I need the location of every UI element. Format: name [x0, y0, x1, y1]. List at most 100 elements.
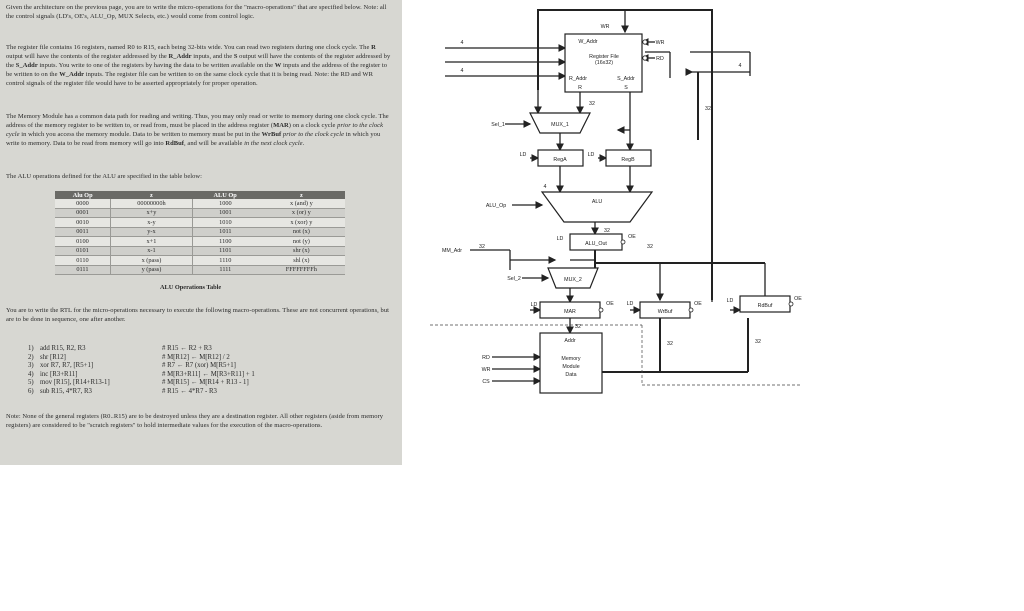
table-cell: FFFFFFFFh: [257, 265, 345, 275]
list-item: 5)mov [R15], [R14+R13-1]# M[R15] ← M[R14…: [28, 379, 308, 388]
table-cell: 1100: [192, 236, 258, 247]
mux2: [547, 267, 599, 289]
table-cell: y-x: [110, 227, 194, 237]
table-cell: 1010: [192, 217, 258, 228]
table-cell: x-y: [110, 217, 194, 228]
mux2-label: MUX_2: [564, 277, 582, 283]
list-item: 4)inc [R3+R11]# M[R3+R11] ← M[R3+R11] + …: [28, 371, 308, 380]
diagram-labels: W_Addr WR Register File (16x32) R_Addr S…: [442, 24, 802, 385]
op-rtl: # M[R15] ← M[R14 + R13 - 1]: [162, 379, 249, 387]
table-cell: 0111: [55, 265, 111, 275]
ld-aluout: LD: [557, 236, 564, 242]
rdbuf-label: RdBuf: [758, 303, 773, 309]
wr-top-label: WR: [601, 24, 610, 30]
data-label: Data: [565, 372, 576, 378]
width-32-g: 32: [667, 341, 673, 347]
table-cell: 1011: [192, 227, 258, 237]
rega: [537, 149, 584, 167]
table-caption: ALU Operations Table: [160, 284, 222, 291]
ld-rega: LD: [520, 152, 527, 158]
w-addr-label: W_Addr: [578, 39, 597, 45]
table-header: ALU Op: [192, 191, 258, 199]
table-header: z: [110, 191, 193, 199]
rega-label: RegA: [553, 157, 567, 163]
list-item: 3)xor R7, R7, [R5+1]# R7 ← R7 (xor) M[R5…: [28, 362, 308, 371]
width-32-e: 32: [647, 244, 653, 250]
sel1-label: Sel_1: [491, 122, 505, 128]
ld-regb: LD: [588, 152, 595, 158]
regfile-sub: (16x32): [595, 60, 613, 66]
table-cell: x+y: [110, 208, 194, 218]
ld-rdbuf: LD: [727, 298, 734, 304]
alu: [540, 191, 654, 223]
table-cell: 1111: [192, 265, 258, 275]
table-cell: x (or) y: [257, 208, 345, 218]
mar-label: MAR: [564, 309, 576, 315]
table-cell: 1110: [192, 255, 258, 266]
regfile-paragraph: The register file contains 16 registers,…: [6, 44, 391, 87]
width-32-a: 32: [589, 101, 595, 107]
register-file: [564, 33, 643, 93]
table-cell: 1000: [192, 199, 258, 209]
op-macro: shr [R12]: [40, 353, 66, 361]
op-number: 3): [28, 362, 34, 370]
mux1: [529, 112, 591, 134]
mem-wr: WR: [482, 367, 491, 373]
width-4-c: 4: [739, 63, 742, 69]
table-cell: x (and) y: [257, 199, 345, 209]
width-4-d: 4: [544, 184, 547, 190]
table-cell: not (x): [257, 227, 345, 237]
table-cell: x (xor) y: [257, 217, 345, 228]
architecture-diagram: W_Addr WR Register File (16x32) R_Addr S…: [430, 0, 812, 400]
wrbuf-label: WrBuf: [658, 309, 673, 315]
oe-wrbuf: OE: [694, 301, 702, 307]
op-macro: sub R15, 4*R7, R3: [40, 387, 92, 395]
table-cell: x (pass): [110, 255, 194, 266]
memory-module: [539, 332, 603, 394]
table-cell: shr (x): [257, 246, 345, 256]
list-item: 2)shr [R12]# M[R12] ← M[R12] / 2: [28, 354, 308, 363]
width-32-f: 32: [575, 324, 581, 330]
op-macro: add R15, R2, R3: [40, 345, 86, 352]
table-cell: 0010: [55, 217, 111, 228]
s-addr-label: S_Addr: [617, 76, 635, 82]
note-paragraph: Note: None of the general registers (R0.…: [6, 413, 384, 429]
ld-mar: LD: [531, 302, 538, 308]
wr-signal: WR: [656, 40, 665, 46]
memory-paragraph: The Memory Module has a common data path…: [6, 113, 389, 147]
table-cell: y (pass): [110, 265, 194, 275]
table-cell: x-1: [110, 246, 194, 256]
oe-rdbuf: OE: [794, 296, 802, 302]
list-item: 1)add R15, R2, R3# R15 ← R2 + R3: [28, 345, 308, 354]
table-cell: 1001: [192, 208, 258, 218]
op-rtl: # M[R12] ← M[R12] / 2: [162, 353, 230, 361]
op-rtl: # M[R3+R11] ← M[R3+R11] + 1: [162, 370, 255, 378]
memory-label: Memory: [561, 356, 580, 362]
table-cell: not (y): [257, 236, 345, 247]
oe-aluout: OE: [628, 234, 636, 240]
mem-cs: CS: [482, 379, 490, 385]
width-32-c: 32: [604, 228, 610, 234]
oe-mar: OE: [606, 301, 614, 307]
regfile-title: Register File: [589, 54, 619, 60]
r-addr-label: R_Addr: [569, 76, 587, 82]
rd-signal: RD: [656, 56, 664, 62]
op-number: 1): [28, 345, 34, 352]
table-cell: 00000000h: [110, 199, 194, 209]
op-macro: mov [R15], [R14+R13-1]: [40, 379, 110, 387]
module-label: Module: [562, 364, 579, 370]
mem-rd: RD: [482, 355, 490, 361]
mux1-label: MUX_1: [551, 122, 569, 128]
table-cell: shl (x): [257, 255, 345, 266]
addr-label: Addr: [564, 338, 575, 344]
op-rtl: # R15 ← 4*R7 - R3: [162, 387, 217, 395]
